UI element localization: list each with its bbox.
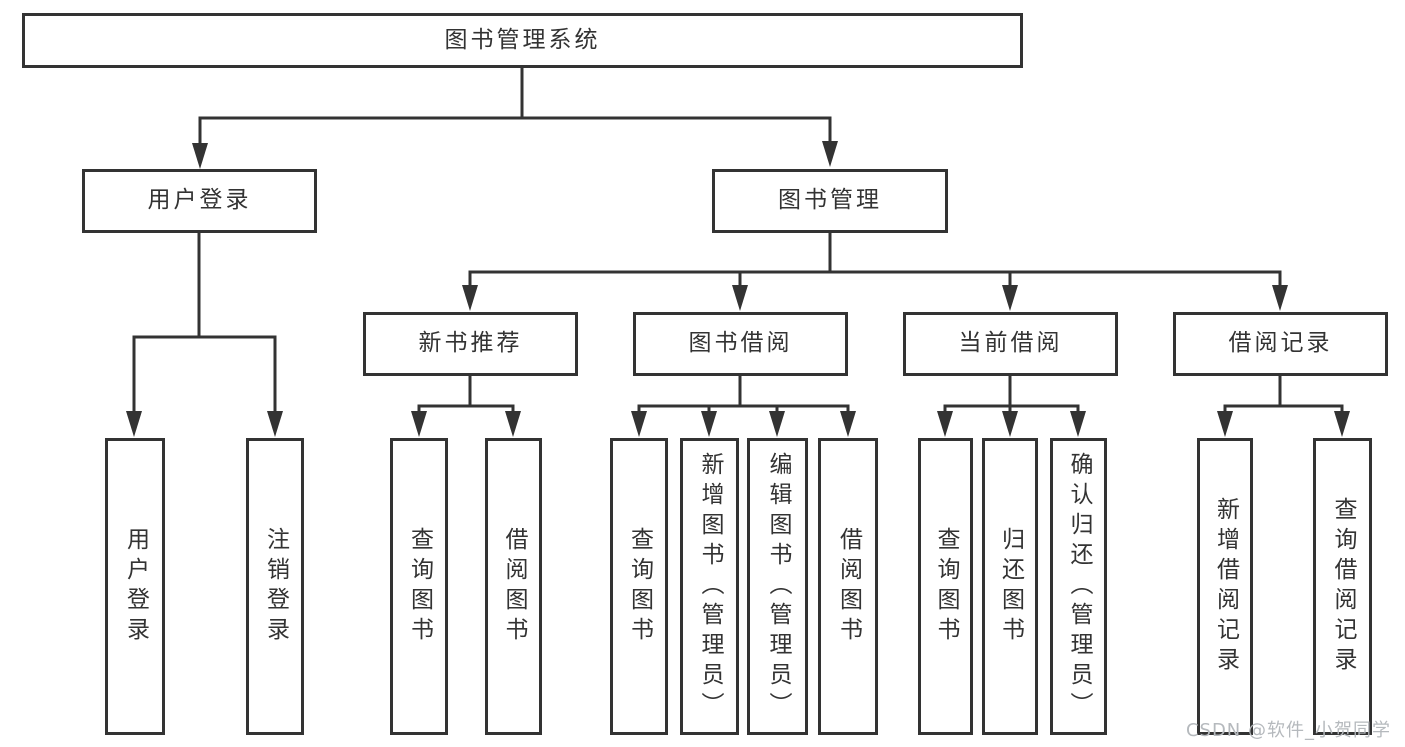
arrow-down-icon	[1334, 411, 1350, 437]
arrow-down-icon	[411, 411, 427, 437]
leaf-nb-borrow-book: 借阅图书	[485, 438, 542, 735]
leaf-user-login: 用户登录	[105, 438, 165, 735]
leaf-bb-add-book-admin: 新增图书（管理员）	[680, 438, 739, 735]
arrow-down-icon	[701, 411, 717, 437]
leaf-br-query-borrow-record: 查询借阅记录	[1313, 438, 1372, 735]
leaf-cb-confirm-return-admin: 确认归还（管理员）	[1050, 438, 1107, 735]
node-borrowing-records: 借阅记录	[1173, 312, 1388, 376]
node-book-borrowing: 图书借阅	[633, 312, 848, 376]
leaf-cb-query-book: 查询图书	[918, 438, 973, 735]
node-user-login: 用户登录	[82, 169, 317, 233]
leaf-cb-return-book: 归还图书	[982, 438, 1038, 735]
leaf-nb-query-book: 查询图书	[390, 438, 448, 735]
arrow-down-icon	[937, 411, 953, 437]
arrow-down-icon	[822, 141, 838, 167]
arrow-down-icon	[505, 411, 521, 437]
arrow-down-icon	[732, 285, 748, 311]
arrow-down-icon	[631, 411, 647, 437]
arrow-down-icon	[1002, 285, 1018, 311]
arrow-down-icon	[1217, 411, 1233, 437]
arrow-down-icon	[462, 285, 478, 311]
arrow-down-icon	[126, 411, 142, 437]
arrow-down-icon	[192, 143, 208, 169]
node-root-system: 图书管理系统	[22, 13, 1023, 68]
arrow-down-icon	[1070, 411, 1086, 437]
arrow-down-icon	[769, 411, 785, 437]
leaf-logout-login: 注销登录	[246, 438, 304, 735]
arrow-down-icon	[267, 411, 283, 437]
csdn-watermark: CSDN @软件_小贺同学	[1185, 720, 1391, 741]
leaf-br-add-borrow-record: 新增借阅记录	[1197, 438, 1253, 735]
arrow-down-icon	[840, 411, 856, 437]
node-current-borrowing: 当前借阅	[903, 312, 1118, 376]
leaf-bb-query-book: 查询图书	[610, 438, 668, 735]
leaf-bb-edit-book-admin: 编辑图书（管理员）	[747, 438, 808, 735]
arrow-down-icons	[126, 141, 1350, 437]
node-new-book-recommend: 新书推荐	[363, 312, 578, 376]
leaf-bb-borrow-book: 借阅图书	[818, 438, 878, 735]
node-book-management: 图书管理	[712, 169, 948, 233]
arrow-down-icon	[1002, 411, 1018, 437]
arrow-down-icon	[1272, 285, 1288, 311]
